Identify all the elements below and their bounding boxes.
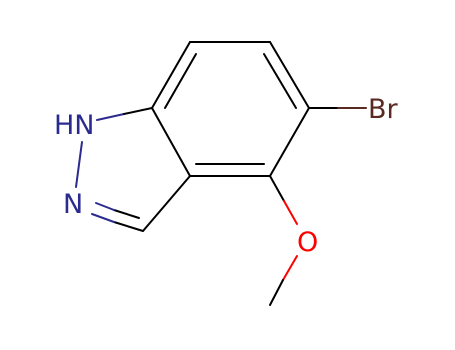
bond-c5-c4 — [269, 107, 310, 177]
bond-o-ch3-o — [282, 255, 298, 281]
bond-c3a-c7a — [151, 107, 191, 177]
bond-c7-c7a-inner — [164, 53, 197, 109]
substituents — [269, 107, 367, 306]
bond-c3a-c3 — [142, 175, 191, 232]
bond-n2-n1 — [75, 141, 83, 188]
bond-n1-c7a-n — [96, 113, 125, 121]
bond-c7-c7a — [151, 41, 191, 109]
bond-c3-n2-inner-n — [95, 202, 115, 211]
bond-c3-n2 — [113, 221, 144, 232]
bond-c4-o — [283, 200, 298, 225]
atom-label-n: N — [63, 189, 83, 220]
bond-c3-n2-inner — [113, 209, 140, 219]
bond-c6-c5-inner — [263, 53, 297, 109]
bond-c6-c5 — [269, 41, 310, 109]
atom-label-nh: HN — [54, 110, 95, 141]
bond-c4-o-c — [269, 175, 285, 202]
benzene-ring — [151, 41, 310, 177]
atom-label-o: O — [297, 227, 318, 258]
bond-c3-n2-n — [91, 213, 115, 223]
bond-n1-c7a — [123, 107, 153, 115]
bond-o-ch3 — [269, 279, 284, 306]
pyrazole-ring — [75, 107, 191, 232]
atom-label-br: Br — [368, 94, 399, 125]
